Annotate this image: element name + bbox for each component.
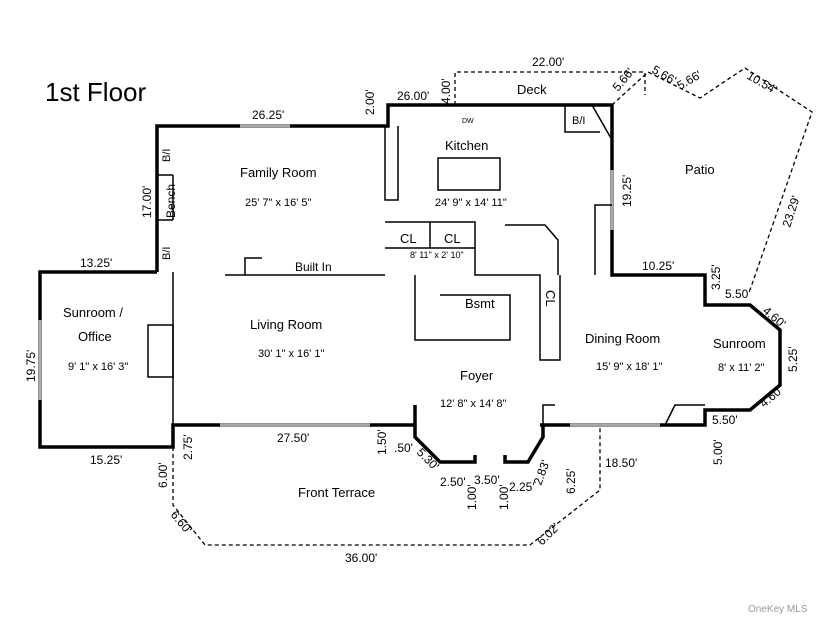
floor-title: 1st Floor xyxy=(45,77,146,107)
dimension: 22.00' xyxy=(532,55,564,69)
dimension: 1.50' xyxy=(375,429,389,455)
exterior-walls xyxy=(38,103,782,464)
living-room-label: Living Room xyxy=(250,317,322,332)
dining-room-label: Dining Room xyxy=(585,331,660,346)
dimension: 19.75' xyxy=(24,350,38,382)
dimension: 3.25' xyxy=(709,264,723,290)
dimension: 10.25' xyxy=(642,259,674,273)
patio-label: Patio xyxy=(685,162,715,177)
dashed-outdoor-areas xyxy=(172,67,813,546)
living-room-size: 30' 1" x 16' 1" xyxy=(258,348,325,360)
dimension: 5.66' xyxy=(610,65,637,94)
closet-label: CL xyxy=(543,290,558,307)
dimension: 5.66' xyxy=(650,62,679,87)
dimension: 6.60' xyxy=(168,508,195,537)
dimension: 4.60' xyxy=(757,383,786,410)
dimension: 2.00' xyxy=(363,89,377,115)
sunroom-label: Sunroom xyxy=(713,336,766,351)
windows xyxy=(38,124,660,427)
dimension: 15.25' xyxy=(90,453,122,467)
dimension: 19.25' xyxy=(620,175,634,207)
sunroom-office-label: Sunroom / xyxy=(63,305,123,320)
dimension: .50' xyxy=(394,441,413,455)
dimension: 13.25' xyxy=(80,256,112,270)
dimension: 26.00' xyxy=(397,89,429,103)
dimension: 27.50' xyxy=(277,431,309,445)
closet-label: CL xyxy=(400,231,417,246)
sunroom-office-label-2: Office xyxy=(78,329,112,344)
foyer-label: Foyer xyxy=(460,368,494,383)
sunroom-office-size: 9' 1" x 16' 3" xyxy=(68,361,128,373)
kitchen-size: 24' 9" x 14' 11" xyxy=(435,197,507,209)
dimension: 26.25' xyxy=(252,108,284,122)
dimension: 2.75' xyxy=(181,434,195,460)
dimension: 5.50' xyxy=(712,413,738,427)
dimension: 1.00' xyxy=(497,484,511,510)
family-room-label: Family Room xyxy=(240,165,317,180)
dimension: 5.00' xyxy=(711,439,725,465)
closet-label: CL xyxy=(444,231,461,246)
bench-label: Bench xyxy=(164,184,178,218)
sunroom-size: 8' x 11' 2" xyxy=(718,362,765,374)
basement-label: Bsmt xyxy=(465,296,495,311)
dimension: 2.50' xyxy=(440,475,466,489)
kitchen-label: Kitchen xyxy=(445,138,488,153)
interior-walls xyxy=(147,104,705,426)
built-in-label: B/I xyxy=(161,149,173,162)
dimension: 5.30' xyxy=(414,445,442,473)
dimension: 23.29' xyxy=(780,194,803,229)
dining-room-size: 15' 9" x 18' 1" xyxy=(596,361,663,373)
built-in-label: Built In xyxy=(295,260,332,274)
dimension: 18.50' xyxy=(605,456,637,470)
dimension: 5.25' xyxy=(786,346,800,372)
dimension: 3.50' xyxy=(474,473,500,487)
built-in-label: B/I xyxy=(161,247,173,260)
dimension: 36.00' xyxy=(345,551,377,565)
dimension: 17.00' xyxy=(140,186,154,218)
half-bath-size: 8' 11" x 2' 10" xyxy=(410,250,464,260)
deck-label: Deck xyxy=(517,82,547,97)
dimension: 1.00' xyxy=(465,484,479,510)
dimension-labels: 26.25' 2.00' 26.00' 4.00' 22.00' 5.66' 5… xyxy=(24,55,803,565)
watermark: OneKey MLS xyxy=(748,604,808,615)
foyer-size: 12' 8" x 14' 8" xyxy=(440,398,507,410)
dimension: 2.83' xyxy=(531,458,553,487)
dimension: 2.25' xyxy=(509,480,535,494)
dishwasher-label: DW xyxy=(462,118,474,125)
dimension: 6.25' xyxy=(564,468,578,494)
dimension: 6.00' xyxy=(156,462,170,488)
room-labels: Family Room 25' 7" x 16' 5" Kitchen 24' … xyxy=(63,82,766,500)
built-in-label: B/I xyxy=(572,115,585,127)
dimension: 5.66' xyxy=(675,68,704,93)
dimension: 10.54' xyxy=(745,68,780,96)
dimension: 6.02' xyxy=(534,520,562,548)
dimension: 4.00' xyxy=(439,78,453,104)
front-terrace-label: Front Terrace xyxy=(298,485,375,500)
family-room-size: 25' 7" x 16' 5" xyxy=(245,197,312,209)
dimension: 5.50' xyxy=(725,287,751,301)
